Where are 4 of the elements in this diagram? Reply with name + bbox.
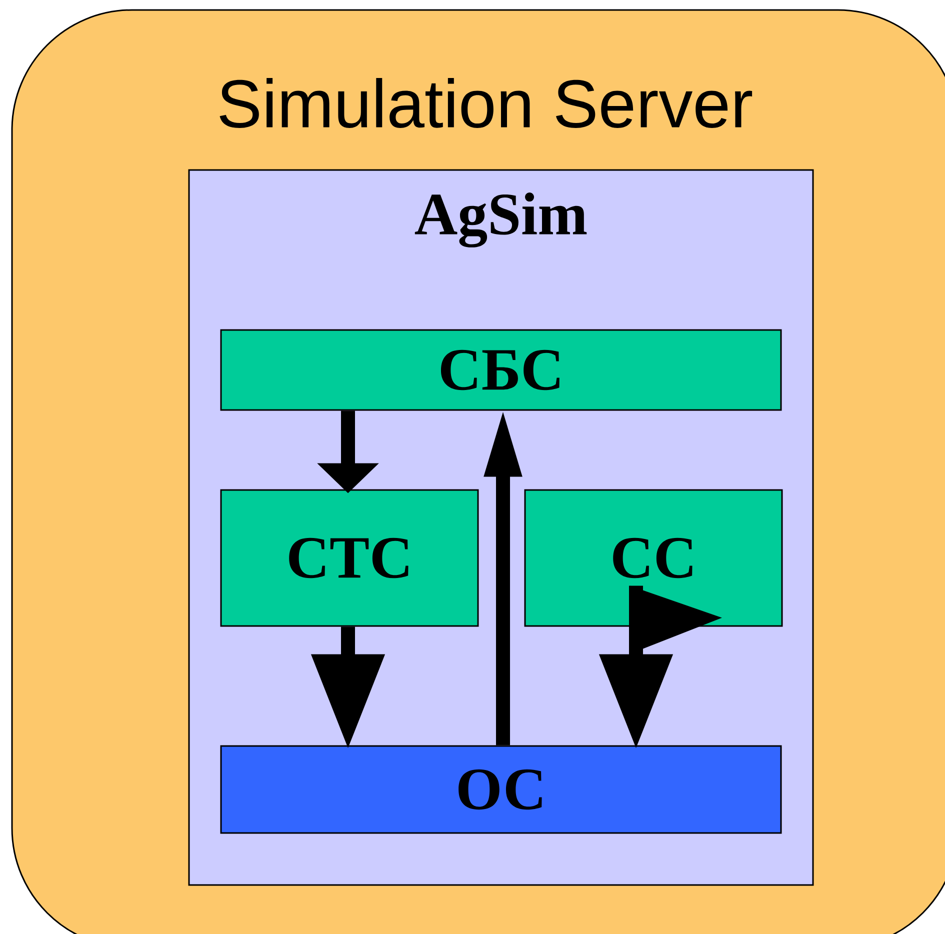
module-box: СБС (220, 329, 782, 411)
module-box: СС (524, 489, 783, 627)
module-box: ОС (220, 745, 782, 834)
module-box: СТС (220, 489, 479, 627)
